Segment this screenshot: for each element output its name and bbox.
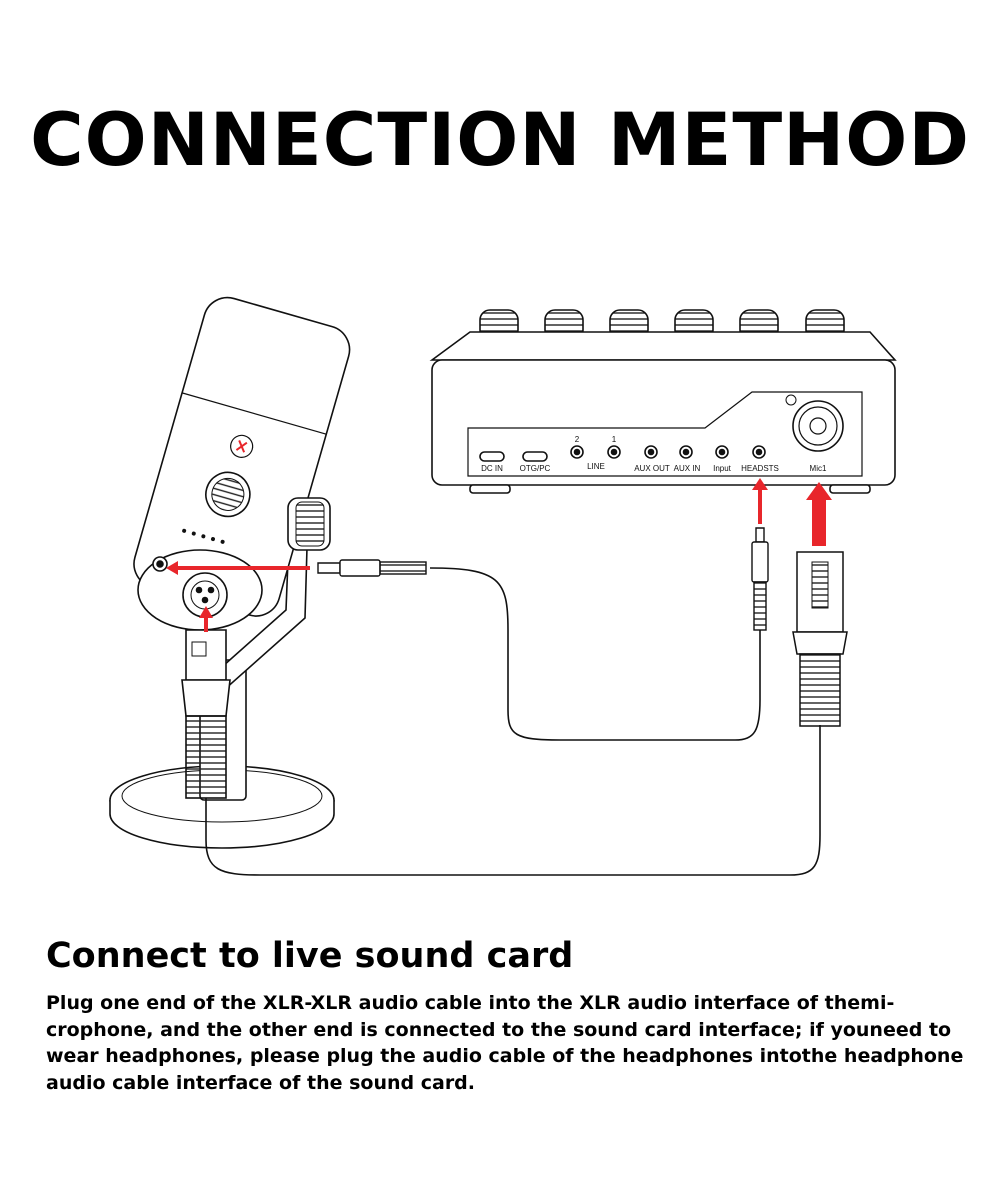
section-subtitle: Connect to live sound card [46, 936, 574, 976]
sound-card-port-labels: DC IN OTG/PC 2 1 LINE AUX OUT AUX IN Inp… [481, 435, 827, 473]
xlr-plug-sound-card [792, 551, 848, 727]
sound-card-illustration [429, 309, 897, 494]
port-label-mic1: Mic1 [810, 464, 827, 473]
port-label-line: LINE [587, 462, 605, 471]
arrow-up-mic-xlr-icon [199, 606, 213, 632]
xlr-cable [205, 725, 821, 876]
port-label-aux-out: AUX OUT [634, 464, 670, 473]
connection-arrows [166, 478, 832, 632]
instructions-text: Plug one end of the XLR-XLR audio cable … [46, 992, 964, 1094]
port-label-headsts: HEADSTS [741, 464, 779, 473]
arrow-up-mic1-icon [806, 482, 832, 546]
port-label-line-1: 1 [612, 435, 617, 444]
connection-diagram: DC IN OTG/PC 2 1 LINE AUX OUT AUX IN Inp… [109, 296, 897, 876]
port-label-line-2: 2 [575, 435, 580, 444]
usb-c-port-icon [479, 451, 505, 462]
headphone-jack-plug [751, 527, 769, 631]
usb-c-port-icon [522, 451, 548, 462]
microphone-illustration [109, 296, 351, 849]
mic-headphone-plug [317, 559, 427, 577]
arrow-up-headsts-icon [752, 478, 768, 524]
cables [205, 567, 821, 876]
port-label-input: Input [713, 464, 732, 473]
port-label-aux-in: AUX IN [674, 464, 701, 473]
page-title: CONNECTION METHOD [30, 98, 970, 183]
jack-ports [570, 445, 766, 459]
headphone-cable [429, 567, 761, 741]
port-label-dc-in: DC IN [481, 464, 503, 473]
sound-card-top [429, 331, 897, 361]
port-label-otg-pc: OTG/PC [520, 464, 551, 473]
arrow-left-mic-jack-icon [166, 561, 310, 575]
